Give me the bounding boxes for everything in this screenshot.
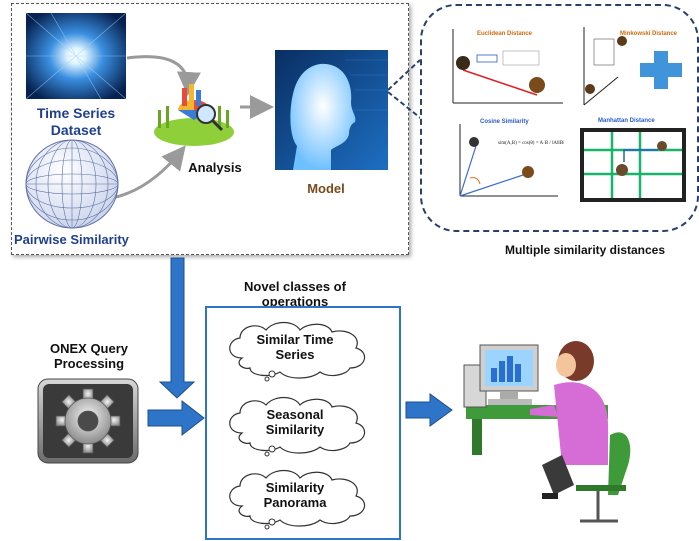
analysis-icon bbox=[148, 80, 240, 154]
operation-cloud: Seasonal Similarity bbox=[220, 393, 380, 457]
manhattan-panel: Manhattan Distance bbox=[578, 118, 690, 208]
operation-label-seasonal-similarity: Seasonal Similarity bbox=[265, 407, 325, 437]
minkowski-title: Minkowski Distance bbox=[620, 31, 678, 37]
cosine-panel: sim(A,B) = cos(θ) = A·B / ‖A‖‖B‖ Cosine … bbox=[446, 118, 565, 206]
manhattan-title: Manhattan Distance bbox=[598, 118, 655, 124]
minkowski-panel: Minkowski Distance bbox=[578, 25, 690, 111]
model-image bbox=[275, 50, 388, 170]
onex-label: ONEX Query Processing bbox=[49, 341, 129, 371]
ops-to-user-arrow bbox=[405, 393, 453, 427]
operation-cloud: Similar Time Series bbox=[220, 318, 380, 382]
onex-to-ops-arrow bbox=[147, 399, 205, 437]
operation-cloud: Similarity Panorama bbox=[220, 466, 380, 530]
operations-title: Novel classes of operations bbox=[244, 279, 346, 309]
time-series-label: Time Series Dataset bbox=[36, 105, 116, 138]
pipeline-down-arrow bbox=[158, 257, 196, 399]
euclidean-title: Euclidean Distance bbox=[477, 31, 533, 37]
operation-label-similar-time-series: Similar Time Series bbox=[256, 332, 334, 362]
model-label: Model bbox=[307, 181, 345, 196]
distances-caption: Multiple similarity distances bbox=[504, 243, 666, 257]
pairwise-sphere-image bbox=[24, 138, 120, 230]
dataset-to-analysis-line bbox=[126, 55, 201, 96]
euclidean-panel: Euclidean Distance bbox=[445, 25, 565, 111]
cosine-title: Cosine Similarity bbox=[480, 119, 529, 125]
pairwise-to-analysis-line bbox=[111, 145, 186, 200]
pairwise-label: Pairwise Similarity bbox=[14, 232, 129, 247]
svg-text:sim(A,B) = cos(θ) = A·B / ‖A‖‖: sim(A,B) = cos(θ) = A·B / ‖A‖‖B‖ bbox=[498, 141, 564, 146]
model-to-callout-line bbox=[387, 59, 421, 91]
gear-icon bbox=[37, 378, 139, 464]
time-series-image bbox=[26, 13, 126, 99]
operation-label-similarity-panorama: Similarity Panorama bbox=[263, 480, 327, 510]
user-at-computer-image bbox=[458, 335, 698, 535]
analysis-label: Analysis bbox=[188, 160, 242, 175]
